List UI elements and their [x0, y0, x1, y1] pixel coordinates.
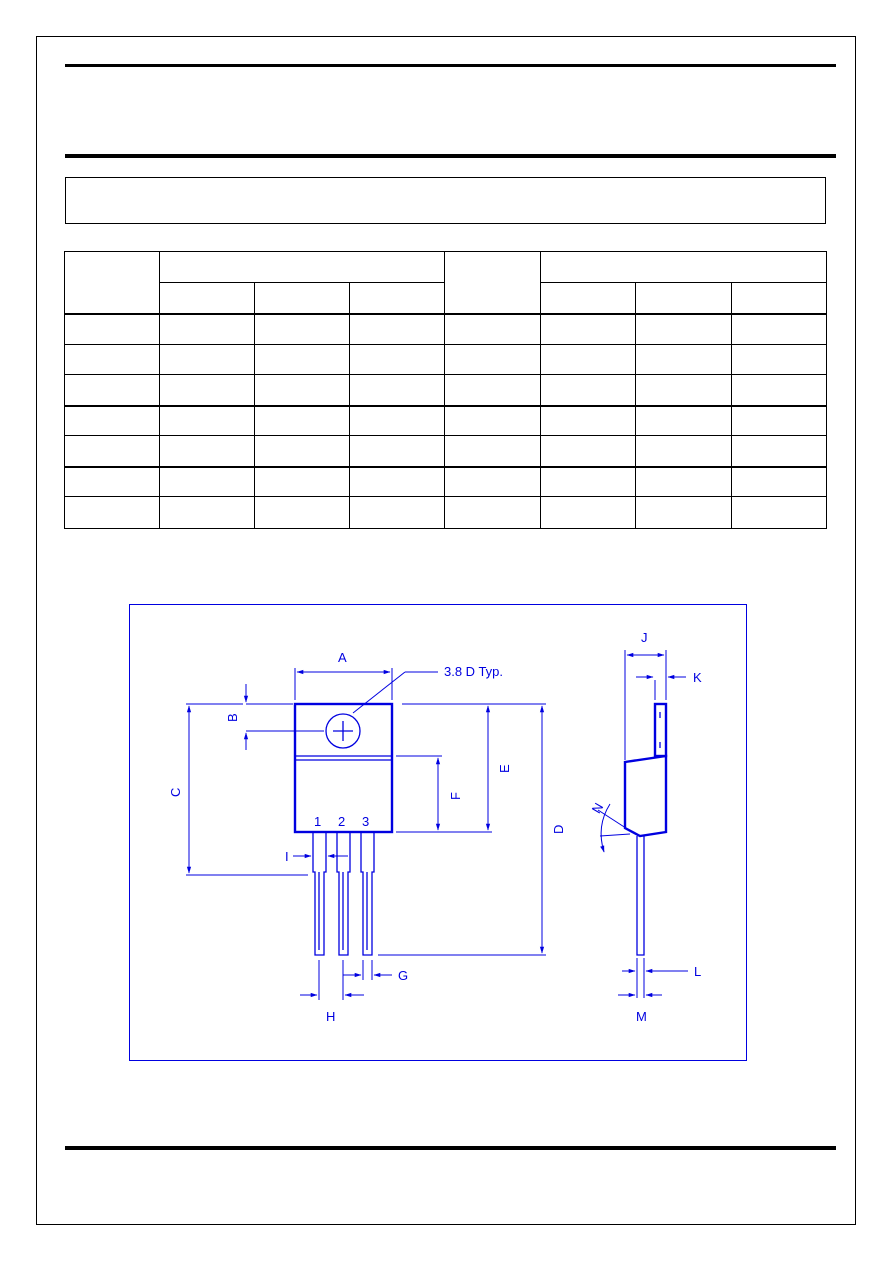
- header-rule-bottom: [65, 154, 836, 158]
- table-cell: [254, 496, 350, 529]
- hole-note-label: 3.8 D Typ.: [444, 664, 503, 679]
- lead-pin-2: [336, 832, 351, 956]
- table-cell: [64, 374, 160, 406]
- table-cell: [444, 435, 542, 467]
- dimension-i-label: I: [285, 849, 289, 864]
- table-cell: [348, 344, 446, 375]
- pin-number-label: 3: [362, 814, 369, 829]
- table-cell: [731, 496, 828, 529]
- package-body: [293, 702, 394, 834]
- table-cell: [254, 404, 350, 436]
- header-rule-top: [65, 64, 836, 67]
- dimension-g-label: G: [398, 968, 408, 983]
- dimension-e-label: E: [497, 764, 512, 773]
- table-row: [64, 374, 828, 406]
- table-cell: [348, 496, 446, 529]
- table-cell: [348, 374, 446, 406]
- table-cell: [254, 435, 350, 467]
- pin-number-label: 1: [314, 814, 321, 829]
- table-cell: [348, 465, 446, 497]
- table-cell: [635, 374, 733, 406]
- table-cell: [444, 496, 542, 529]
- side-lead: [636, 836, 645, 956]
- dimension-b-label: B: [225, 713, 240, 722]
- dimension-j-label: J: [641, 630, 648, 645]
- table-header-cell: [64, 251, 160, 314]
- table-cell: [159, 312, 255, 345]
- lead-pin-1: [312, 832, 327, 956]
- front-view: 1 2 3 A 3.8 D Typ. B C F E: [168, 650, 566, 1024]
- angle-n-arc: [600, 803, 611, 853]
- table-cell: [159, 496, 255, 529]
- dimension-a-label: A: [338, 650, 347, 665]
- footer-rule: [65, 1146, 836, 1150]
- table-cell: [64, 496, 160, 529]
- dimensions-table: [64, 251, 828, 529]
- table-row: [64, 312, 828, 345]
- dimension-h-label: H: [326, 1009, 335, 1024]
- mounting-hole: [325, 713, 361, 749]
- side-tab: [653, 702, 668, 758]
- table-cell: [540, 435, 637, 467]
- dimension-l-label: L: [694, 964, 701, 979]
- table-row: [64, 344, 828, 375]
- table-row: [64, 496, 828, 529]
- table-row: [64, 435, 828, 467]
- page-frame: [36, 36, 856, 1225]
- table-cell: [731, 435, 828, 467]
- dimension-d-label: D: [551, 825, 566, 834]
- table-cell: [254, 465, 350, 497]
- table-cell: [444, 465, 542, 497]
- table-header-cell: [540, 282, 637, 314]
- table-cell: [540, 312, 637, 345]
- hole-note-leader: [352, 671, 406, 714]
- table-cell: [635, 435, 733, 467]
- dimension-f-label: F: [448, 792, 463, 800]
- side-view: J K L M N: [589, 630, 702, 1024]
- table-header-cell: [254, 282, 350, 314]
- pin-number-label: 2: [338, 814, 345, 829]
- table-header-cell: [540, 251, 828, 283]
- title-box: [65, 177, 826, 224]
- dimension-m-label: M: [636, 1009, 647, 1024]
- dimension-k-label: K: [693, 670, 702, 685]
- dimension-c-label: C: [168, 788, 183, 797]
- lead-pin-3: [360, 832, 375, 956]
- table-cell: [635, 312, 733, 345]
- package-drawing-frame: [129, 604, 747, 1061]
- table-cell: [635, 496, 733, 529]
- table-cell: [540, 344, 637, 375]
- side-body: [623, 754, 668, 838]
- table-cell: [444, 344, 542, 375]
